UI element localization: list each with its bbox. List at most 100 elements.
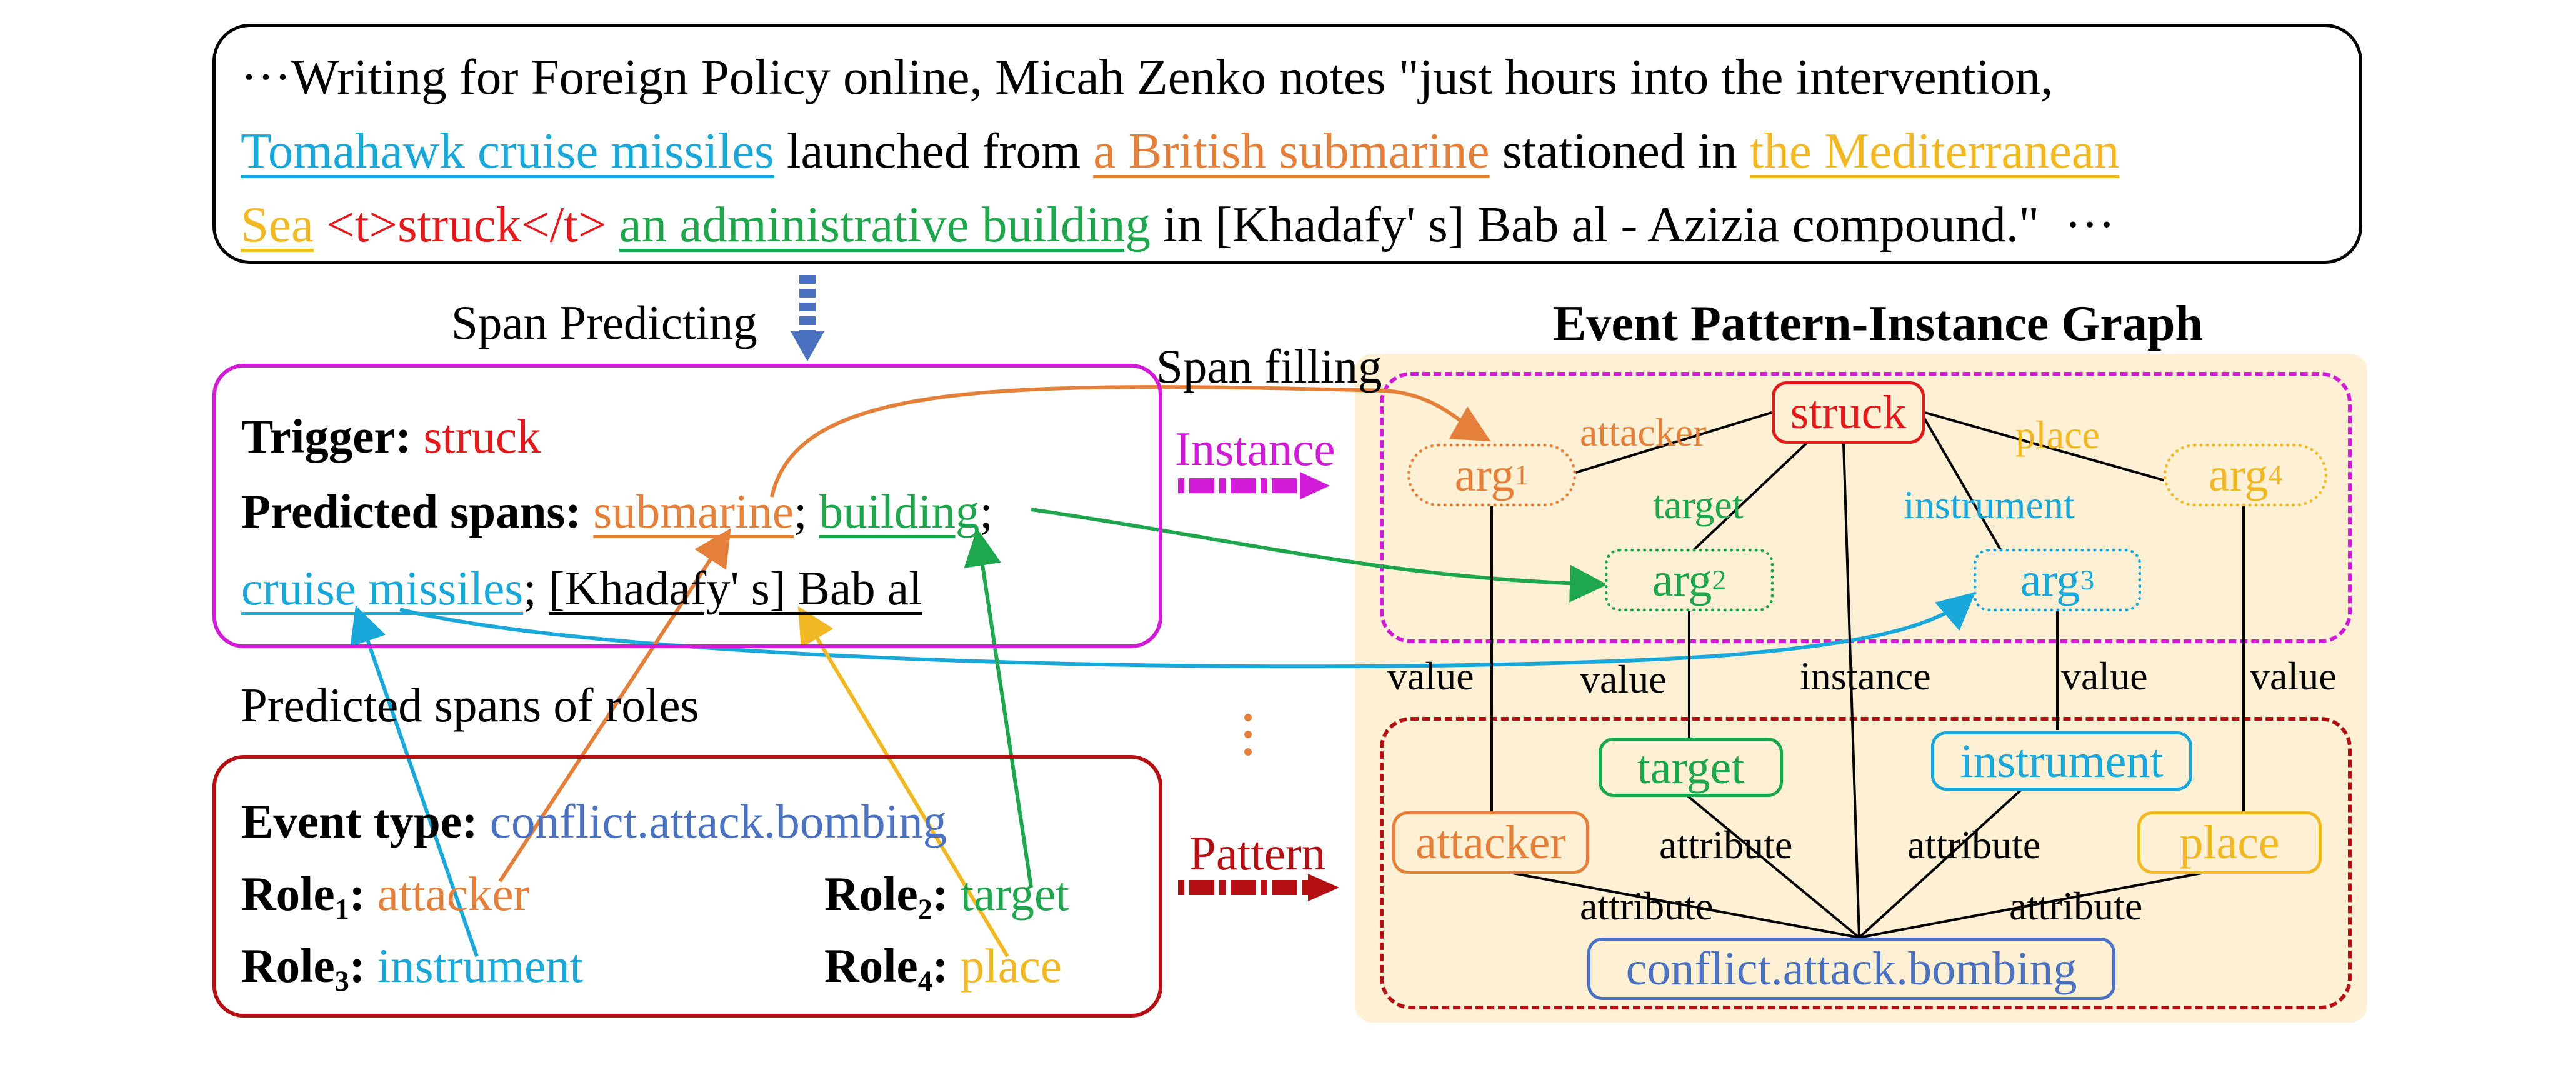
trigger-value: struck — [423, 409, 541, 463]
span-target: an administrative building — [619, 196, 1151, 253]
edge-label-instance: instance — [1800, 654, 1931, 698]
prediction-box: Trigger: struck Predicted spans: submari… — [212, 364, 1162, 648]
role-2: Role2: target — [824, 870, 1069, 924]
sentence-text: stationed in — [1489, 123, 1750, 179]
edge-label-attacker: attacker — [1580, 410, 1707, 454]
role-arrow-attacker — [498, 528, 731, 883]
pattern-subgraph-frame — [1380, 717, 2352, 1009]
trigger-label: Trigger: — [241, 409, 412, 463]
node-label: arg — [2020, 554, 2080, 606]
role-index: 1 — [334, 893, 349, 925]
sentence-line-1: ···Writing for Foreign Policy online, Mi… — [241, 49, 2054, 105]
role-label: Role — [824, 867, 918, 921]
role-4: Role4: place — [824, 942, 1062, 996]
fill-arrow-submarine — [770, 385, 1491, 498]
trigger-token: <t>struck</t> — [326, 196, 607, 253]
span-predicting-arrow — [791, 275, 824, 361]
event-type-value: conflict.attack.bombing — [489, 794, 947, 848]
graph-title: Event Pattern-Instance Graph — [1553, 296, 2203, 351]
predicted-span-building: building — [819, 484, 980, 538]
edge-label-attribute-3: attribute — [1580, 884, 1714, 928]
ellipsis-dots — [1244, 714, 1252, 756]
graph-edges — [1489, 411, 2245, 939]
pattern-arrow — [1178, 874, 1339, 901]
node-label: arg — [1652, 554, 1712, 606]
span-place-part-2: Sea — [241, 196, 314, 253]
role-colon: : — [349, 867, 366, 921]
event-type-label: Event type: — [241, 794, 478, 848]
fill-arrow-building — [1031, 508, 1607, 603]
fill-arrow-cruise-missiles — [399, 592, 1976, 669]
role-index: 4 — [917, 964, 932, 997]
separator: ; — [523, 561, 537, 615]
edge-label-target: target — [1653, 483, 1744, 527]
separator: ; — [979, 484, 993, 538]
sentence-line-2: Tomahawk cruise missiles launched from a… — [241, 126, 2119, 176]
node-index: 1 — [1514, 459, 1529, 491]
node-event-type: conflict.attack.bombing — [1587, 938, 2115, 1000]
span-predicting-label: Span Predicting — [451, 296, 757, 349]
sentence-text: launched from — [774, 123, 1094, 179]
role-label: Role — [824, 939, 918, 993]
node-role-place: place — [2137, 811, 2322, 874]
role-value-attacker: attacker — [377, 867, 530, 921]
role-index: 3 — [334, 964, 349, 997]
pattern-label: Pattern — [1189, 826, 1326, 880]
predicted-span-bab-al: [Khadafy' s] Bab al — [548, 561, 922, 615]
predicted-spans-label: Predicted spans: — [241, 484, 582, 538]
role-arrow-place — [797, 606, 1009, 958]
edge-label-value-2: value — [1580, 657, 1667, 701]
role-colon: : — [932, 867, 949, 921]
node-label: instrument — [1960, 734, 2164, 788]
role-label: Role — [241, 939, 335, 993]
node-index: 2 — [1712, 564, 1727, 596]
edge-label-attribute-2: attribute — [1907, 823, 2041, 867]
edge-label-value-3: value — [2061, 654, 2148, 698]
predicted-spans-of-roles-label: Predicted spans of roles — [241, 678, 699, 732]
predicted-span-submarine: submarine — [593, 484, 794, 538]
edge-label-attribute-1: attribute — [1659, 823, 1793, 867]
instance-label: Instance — [1175, 422, 1335, 476]
role-colon: : — [349, 939, 366, 993]
instance-arrow — [1178, 472, 1330, 499]
trigger-row: Trigger: struck — [241, 413, 541, 461]
predicted-spans-row: Predicted spans: submarine; building; — [241, 488, 993, 536]
instance-subgraph-frame — [1380, 372, 2352, 643]
event-type-box: Event type: conflict.attack.bombing Role… — [212, 755, 1162, 1018]
edge-label-place: place — [2015, 413, 2100, 457]
node-label: arg — [2208, 449, 2269, 501]
event-type-row: Event type: conflict.attack.bombing — [241, 798, 947, 846]
separator: ; — [794, 484, 807, 538]
predicted-spans-row-2: cruise missiles; [Khadafy' s] Bab al — [241, 564, 922, 613]
span-place-part-1: the Mediterranean — [1749, 123, 2120, 179]
node-label: attacker — [1415, 816, 1566, 869]
span-attacker: a British submarine — [1093, 123, 1490, 179]
role-arrow-target — [964, 528, 1033, 888]
node-index: 3 — [2080, 564, 2095, 596]
sentence-text: in [Khadafy' s] Bab al - Azizia compound… — [1151, 196, 2115, 253]
role-label: Role — [241, 867, 335, 921]
edge-label-value-4: value — [2250, 654, 2337, 698]
role-value-instrument: instrument — [377, 939, 584, 993]
node-label: arg — [1454, 449, 1515, 501]
node-trigger-struck: struck — [1772, 381, 1925, 444]
sentence-line-3: Sea <t>struck</t> an administrative buil… — [241, 199, 2115, 250]
role-1: Role1: attacker — [241, 870, 529, 924]
node-role-target: target — [1599, 738, 1783, 797]
span-instrument: Tomahawk cruise missiles — [241, 123, 774, 179]
role-value-target: target — [960, 867, 1069, 921]
source-sentence-box: ···Writing for Foreign Policy online, Mi… — [212, 24, 2362, 264]
node-label: place — [2179, 816, 2280, 869]
edge-label-instrument: instrument — [1904, 483, 2075, 527]
span-filling-label: Span filling — [1156, 339, 1382, 393]
role-colon: : — [932, 939, 949, 993]
role-3: Role3: instrument — [241, 942, 583, 996]
node-index: 4 — [2268, 459, 2283, 491]
node-label: target — [1637, 741, 1745, 794]
